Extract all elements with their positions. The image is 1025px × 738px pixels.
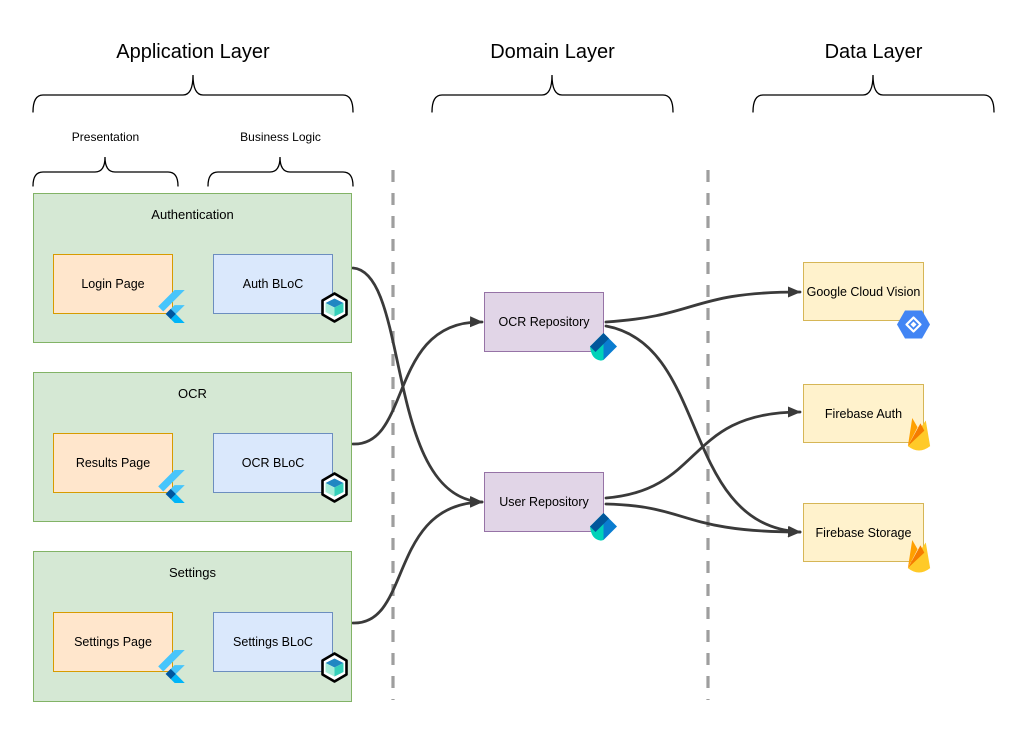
node-results-page-label: Results Page — [75, 456, 151, 470]
bloc-icon — [321, 292, 348, 323]
edge-ocr-repository-to-firebase-storage — [604, 324, 802, 537]
brace-data-layer — [752, 74, 995, 113]
node-firebase-auth-label: Firebase Auth — [824, 406, 903, 421]
bloc-icon — [321, 472, 348, 503]
brace-presentation — [32, 156, 179, 187]
edge-ocr-repository-to-google-cloud-vision — [604, 286, 802, 324]
node-auth-bloc-label: Auth BLoC — [242, 277, 304, 291]
group-ocr: OCR Results Page OCR BLoC — [33, 372, 352, 522]
dart-icon — [590, 333, 617, 361]
node-user-repository: User Repository — [484, 472, 604, 532]
data-layer-title: Data Layer — [824, 41, 923, 63]
node-login-page-label: Login Page — [81, 277, 145, 291]
group-authentication-title: Authentication — [151, 207, 234, 222]
presentation-label: Presentation — [71, 130, 140, 144]
brace-business-logic — [207, 156, 354, 187]
node-auth-bloc: Auth BLoC — [213, 254, 333, 314]
node-firebase-auth: Firebase Auth — [803, 384, 924, 443]
bloc-icon — [321, 652, 348, 683]
business-logic-label: Business Logic — [240, 130, 321, 144]
group-authentication: Authentication Login Page Auth BLoC — [33, 193, 352, 343]
node-settings-page: Settings Page — [53, 612, 173, 672]
node-settings-bloc-label: Settings BLoC — [233, 635, 313, 649]
node-user-repository-label: User Repository — [499, 495, 589, 509]
node-settings-page-label: Settings Page — [74, 635, 152, 649]
node-ocr-repository: OCR Repository — [484, 292, 604, 352]
flutter-icon — [158, 650, 185, 683]
node-ocr-bloc-label: OCR BLoC — [241, 456, 305, 470]
firebase-icon — [907, 418, 931, 451]
flutter-icon — [158, 470, 185, 503]
dart-icon — [590, 513, 617, 541]
flutter-icon — [158, 290, 185, 323]
node-google-cloud-vision-label: Google Cloud Vision — [806, 284, 921, 299]
firebase-icon — [907, 540, 931, 573]
application-layer-title: Application Layer — [116, 41, 270, 63]
google-cloud-vision-icon — [897, 310, 930, 339]
brace-application-layer — [32, 74, 354, 113]
group-settings-title: Settings — [169, 565, 216, 580]
edge-settings-to-user-repository — [351, 496, 484, 625]
node-results-page: Results Page — [53, 433, 173, 493]
brace-domain-layer — [431, 74, 674, 113]
edge-ocr-to-ocr-repository — [351, 316, 484, 446]
edge-user-repository-to-firebase-auth — [604, 406, 802, 500]
edge-user-repository-to-firebase-storage — [604, 502, 802, 538]
node-login-page: Login Page — [53, 254, 173, 314]
node-ocr-bloc: OCR BLoC — [213, 433, 333, 493]
node-firebase-storage-label: Firebase Storage — [815, 525, 912, 540]
node-ocr-repository-label: OCR Repository — [498, 315, 590, 329]
node-firebase-storage: Firebase Storage — [803, 503, 924, 562]
edge-authentication-to-user-repository — [351, 266, 484, 507]
domain-layer-title: Domain Layer — [490, 41, 615, 63]
node-google-cloud-vision: Google Cloud Vision — [803, 262, 924, 321]
group-settings: Settings Settings Page Settings BLoC — [33, 551, 352, 702]
group-ocr-title: OCR — [178, 386, 207, 401]
node-settings-bloc: Settings BLoC — [213, 612, 333, 672]
